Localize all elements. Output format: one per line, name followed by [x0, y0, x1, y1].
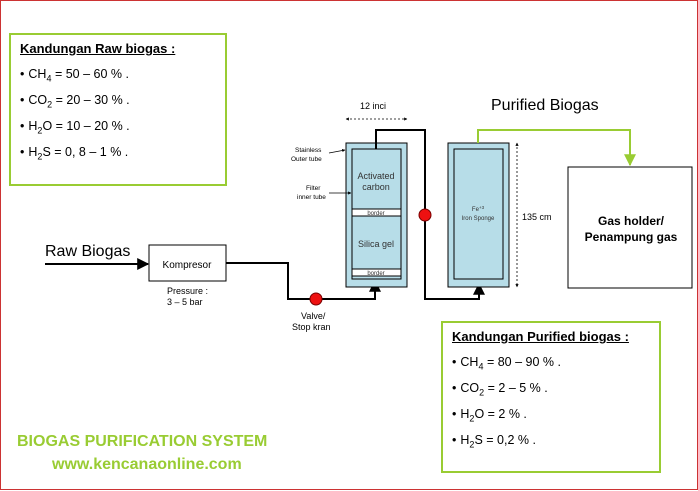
composition-value: = 20 – 30 % . [52, 93, 130, 107]
compressor-label: Kompresor [163, 260, 213, 271]
composition-item: •CH4 = 50 – 60 % . [20, 67, 216, 84]
composition-sub: 2 [469, 413, 475, 424]
border-bottom-label: border [367, 271, 384, 277]
composition-value: = 80 – 90 % . [483, 355, 561, 369]
iron-sponge-line2: Iron Sponge [462, 216, 495, 222]
composition-item: •H2O = 10 – 20 % . [20, 119, 216, 136]
valve-label-line1: Valve/ [301, 311, 326, 321]
gas-holder-line2: Penampung gas [585, 230, 678, 244]
gas-holder-box [567, 166, 693, 289]
composition-value: = 2 – 5 % . [484, 381, 548, 395]
purified-composition-list: •CH4 = 80 – 90 % .•CO2 = 2 – 5 % .•H2O =… [452, 355, 650, 450]
border-bottom-band [351, 268, 402, 277]
purified-outlet-pipe [477, 129, 636, 167]
height-dimension-label: 135 cm [522, 212, 552, 222]
composition-sub: 2 [469, 439, 475, 450]
activated-carbon-line1: Activated [357, 171, 394, 181]
composition-element: CH [460, 355, 479, 369]
purified-biogas-composition-box: Kandungan Purified biogas : •CH4 = 80 – … [441, 321, 661, 473]
composition-element: CH [28, 67, 47, 81]
composition-value: = 2 % . [484, 407, 527, 421]
filter-label-line1: Filter [306, 185, 321, 192]
composition-sub: 2 [37, 125, 43, 136]
composition-bullet: • [452, 407, 457, 421]
iron-sponge-line1: Fe+3 [472, 205, 485, 213]
composition-element: CO [28, 93, 48, 107]
composition-sub: 2 [479, 387, 485, 398]
activated-carbon-line2: carbon [362, 182, 390, 192]
composition-bullet: • [452, 381, 457, 395]
composition-value: = 0,2 % . [482, 433, 536, 447]
composition-element: H [28, 145, 38, 159]
composition-item: •H2S = 0,2 % . [452, 433, 650, 450]
composition-item: •CO2 = 2 – 5 % . [452, 381, 650, 398]
composition-bullet: • [20, 93, 25, 107]
stainless-pointer [328, 148, 346, 154]
border-top-band [351, 208, 402, 217]
purified-box-title: Kandungan Purified biogas : [452, 329, 629, 344]
composition-element: H [28, 119, 38, 133]
composition-value: = 50 – 60 % . [51, 67, 129, 81]
width-dimension-label: 12 inci [360, 101, 386, 111]
composition-item: •H2O = 2 % . [452, 407, 650, 424]
filter2-inner-tube [453, 148, 504, 280]
stainless-label-line1: Stainless [295, 147, 322, 154]
raw-composition-list: •CH4 = 50 – 60 % .•CO2 = 20 – 30 % .•H2O… [20, 67, 216, 162]
pipe-compressor-to-filter [226, 262, 381, 300]
border-top-label: border [367, 211, 384, 217]
composition-bullet: • [20, 67, 25, 81]
composition-bullet: • [20, 119, 25, 133]
composition-rest: O [42, 119, 53, 133]
raw-biogas-composition-box: Kandungan Raw biogas : •CH4 = 50 – 60 % … [9, 33, 227, 186]
footer-title: BIOGAS PURIFICATION SYSTEM [17, 433, 268, 450]
composition-sub: 4 [478, 361, 484, 372]
composition-rest: O [474, 407, 485, 421]
composition-sub: 2 [37, 151, 43, 162]
silica-gel-label: Silica gel [358, 239, 394, 249]
composition-bullet: • [20, 145, 25, 159]
composition-rest: S [474, 433, 483, 447]
composition-rest: S [42, 145, 51, 159]
composition-value: = 0, 8 – 1 % . [50, 145, 129, 159]
pressure-label-line1: Pressure : [167, 286, 208, 296]
composition-item: •H2S = 0, 8 – 1 % . [20, 145, 216, 162]
valve-2-icon [418, 208, 432, 222]
purified-biogas-label: Purified Biogas [491, 97, 599, 114]
footer-url: www.kencanaonline.com [52, 456, 242, 473]
composition-element: H [460, 433, 470, 447]
filter-label-line2: inner tube [297, 194, 326, 201]
gas-holder-line1: Gas holder/ [598, 214, 665, 228]
valve-label-line2: Stop kran [292, 322, 331, 332]
composition-bullet: • [452, 355, 457, 369]
composition-sub: 2 [47, 99, 53, 110]
composition-item: •CH4 = 80 – 90 % . [452, 355, 650, 372]
composition-item: •CO2 = 20 – 30 % . [20, 93, 216, 110]
raw-box-title: Kandungan Raw biogas : [20, 41, 176, 56]
pressure-label-line2: 3 – 5 bar [167, 297, 203, 307]
composition-sub: 4 [46, 73, 52, 84]
stainless-label-line2: Outer tube [291, 156, 322, 163]
composition-element: CO [460, 381, 480, 395]
composition-value: = 10 – 20 % . [52, 119, 130, 133]
composition-element: H [460, 407, 470, 421]
valve-icon [309, 292, 323, 306]
composition-bullet: • [452, 433, 457, 447]
raw-biogas-label: Raw Biogas [45, 243, 130, 260]
